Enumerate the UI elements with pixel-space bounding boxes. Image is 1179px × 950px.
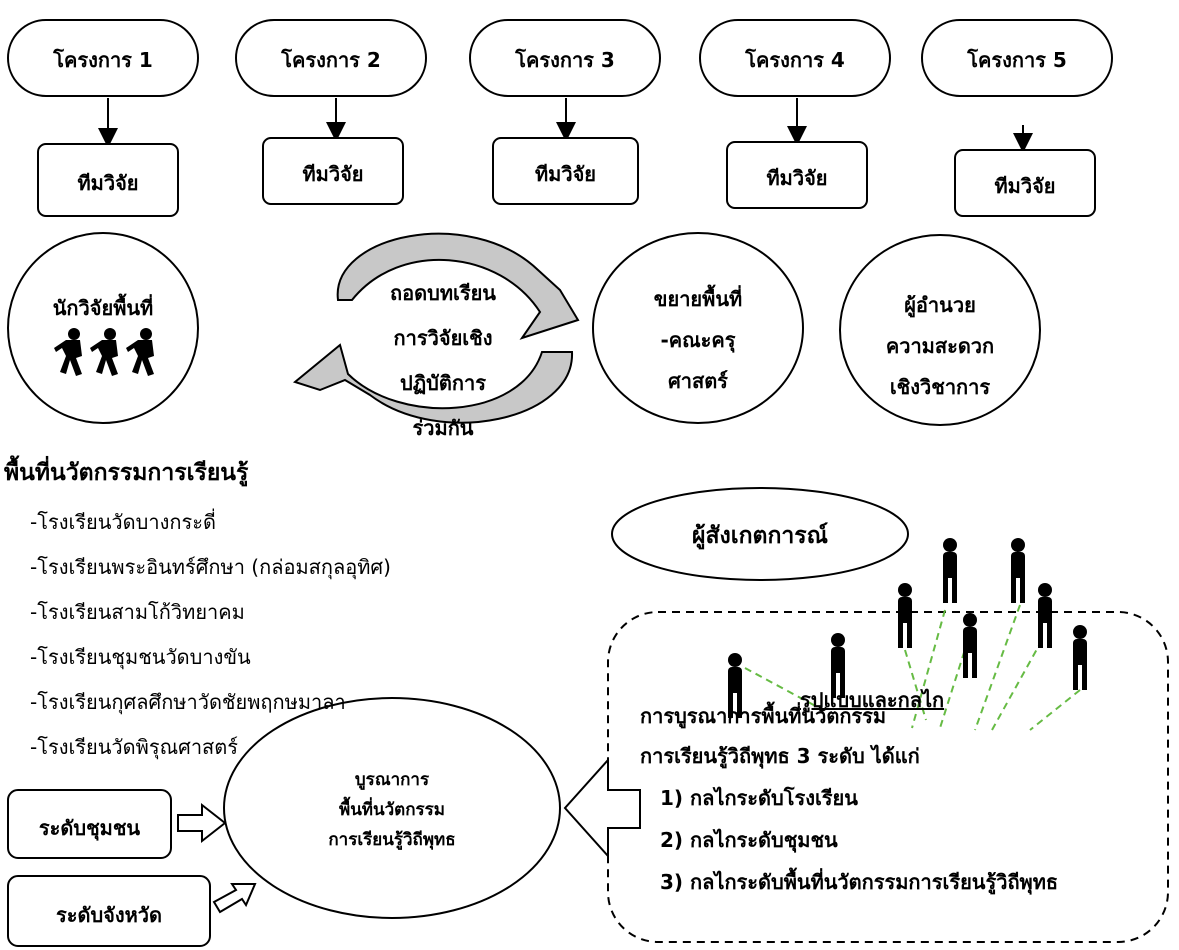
facilitator-line-3: เชิงวิชาการ [889, 375, 991, 399]
team-box-1 [37, 143, 179, 217]
researcher-label: นักวิจัยพื้นที่ [52, 296, 154, 320]
project-label-3: โครงการ 3 [515, 48, 615, 72]
learning-area-title: พื้นที่นวัตกรรมการเรียนรู้ [4, 460, 249, 486]
facilitator-line-1: ผู้อำนวย [904, 293, 976, 317]
project-pill-2 [235, 19, 427, 97]
school-item-2: -โรงเรียนพระอินทร์ศึกษา (กล่อมสกุลอุทิศ) [30, 555, 391, 579]
observer-figures [728, 538, 1087, 718]
cycle-line-1: ถอดบทเรียน [390, 281, 496, 305]
school-item-1: -โรงเรียนวัดบางกระดี่ [30, 510, 216, 534]
observer-oval [611, 487, 909, 581]
observer-label: ผู้สังเกตการณ์ [691, 523, 828, 549]
mechanism-item-1: 1) กลไกระดับโรงเรียน [660, 786, 858, 810]
team-label-2: ทีมวิจัย [302, 162, 364, 186]
community-level-label: ระดับชุมชน [38, 816, 141, 840]
team-label-4: ทีมวิจัย [766, 166, 828, 190]
team-box-2 [262, 137, 404, 205]
cycle-arrow-top [336, 232, 580, 340]
integration-ellipse [223, 697, 561, 919]
cycle-arrow-bottom [292, 343, 574, 424]
cycle-arrows [292, 232, 580, 424]
school-item-6: -โรงเรียนวัดพิรุณศาสตร์ [30, 735, 238, 759]
community-level-box [7, 789, 172, 859]
mechanism-item-2: 2) กลไกระดับชุมชน [660, 828, 838, 852]
project-pill-5 [921, 19, 1113, 97]
province-level-box [7, 875, 211, 947]
expand-circle [592, 232, 804, 424]
mechanism-line-1: การบูรณาการพื้นที่นวัตกรรม [640, 704, 887, 728]
team-box-3 [492, 137, 639, 205]
cycle-line-2: การวิจัยเชิง [393, 326, 493, 350]
project-label-1: โครงการ 1 [53, 48, 153, 72]
project-label-4: โครงการ 4 [745, 48, 845, 72]
province-to-integration-arrow [212, 883, 257, 914]
facilitator-line-2: ความสะดวก [885, 334, 995, 358]
school-item-3: -โรงเรียนสามโก้วิทยาคม [30, 600, 245, 624]
expand-line-3: ศาสตร์ [668, 369, 728, 393]
facilitator-circle [839, 234, 1041, 426]
integration-line-1: บูรณาการ [354, 770, 430, 790]
researcher-circle [7, 232, 199, 424]
project-pill-3 [469, 19, 661, 97]
mechanism-line-2: การเรียนรู้วิถีพุทธ 3 ระดับ ได้แก่ [640, 744, 920, 768]
integration-line-2: พื้นที่นวัตกรรม [338, 800, 445, 820]
team-label-1: ทีมวิจัย [77, 171, 139, 195]
team-box-5 [954, 149, 1096, 217]
expand-line-2: -คณะครุ [660, 328, 736, 352]
school-item-4: -โรงเรียนชุมชนวัดบางขัน [30, 645, 251, 669]
mechanism-heading: รูปแบบและกลไก [800, 688, 945, 712]
province-level-label: ระดับจังหวัด [55, 903, 163, 927]
team-box-4 [726, 141, 868, 209]
expand-line-1: ขยายพื้นที่ [653, 287, 743, 311]
integration-line-3: การเรียนรู้วิถีพุทธ [328, 830, 456, 850]
school-item-5: -โรงเรียนกุศลศึกษาวัดชัยพฤกษมาลา [30, 690, 346, 714]
runner-figures [54, 328, 154, 376]
project-pill-4 [699, 19, 891, 97]
project-pill-1 [7, 19, 199, 97]
cycle-line-4: ร่วมกัน [412, 416, 474, 440]
mechanism-to-integration-arrow [563, 757, 641, 859]
team-label-5: ทีมวิจัย [994, 174, 1056, 198]
cycle-line-3: ปฏิบัติการ [400, 371, 486, 395]
community-to-integration-arrow [177, 802, 227, 844]
project-label-2: โครงการ 2 [281, 48, 381, 72]
mechanism-item-3: 3) กลไกระดับพื้นที่นวัตกรรมการเรียนรู้วิ… [660, 870, 1059, 894]
team-label-3: ทีมวิจัย [534, 162, 597, 186]
project-label-5: โครงการ 5 [967, 48, 1067, 72]
